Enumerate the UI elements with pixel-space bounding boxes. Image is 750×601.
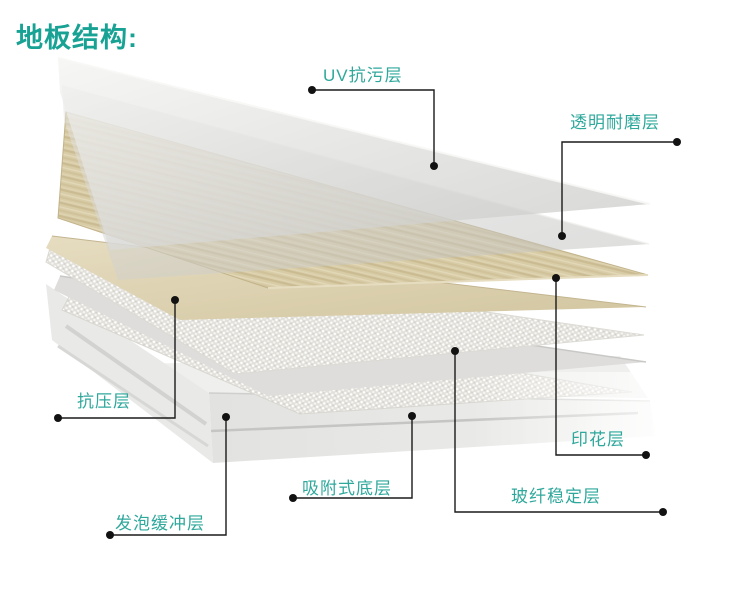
leader-wear xyxy=(561,141,677,236)
leader-dots xyxy=(54,86,681,539)
label-suction-layer: 吸附式底层 xyxy=(302,479,392,498)
layer-uv-sheet xyxy=(57,57,651,250)
label-print-layer: 印花层 xyxy=(571,430,625,449)
page-title: 地板结构: xyxy=(16,23,138,53)
leader-uv xyxy=(312,89,435,166)
leader-suction xyxy=(293,416,413,499)
label-uv-layer: UV抗污层 xyxy=(323,66,403,85)
leader-foam xyxy=(110,417,227,536)
leader-print xyxy=(555,278,646,456)
label-press-layer: 抗压层 xyxy=(77,392,131,411)
label-fiberglass-layer: 玻纤稳定层 xyxy=(511,487,601,506)
leader-press xyxy=(58,300,176,419)
label-wear-layer: 透明耐磨层 xyxy=(570,113,660,132)
fade-overlay xyxy=(470,372,750,512)
label-foam-layer: 发泡缓冲层 xyxy=(115,514,205,533)
leader-fiberglass xyxy=(454,351,663,513)
